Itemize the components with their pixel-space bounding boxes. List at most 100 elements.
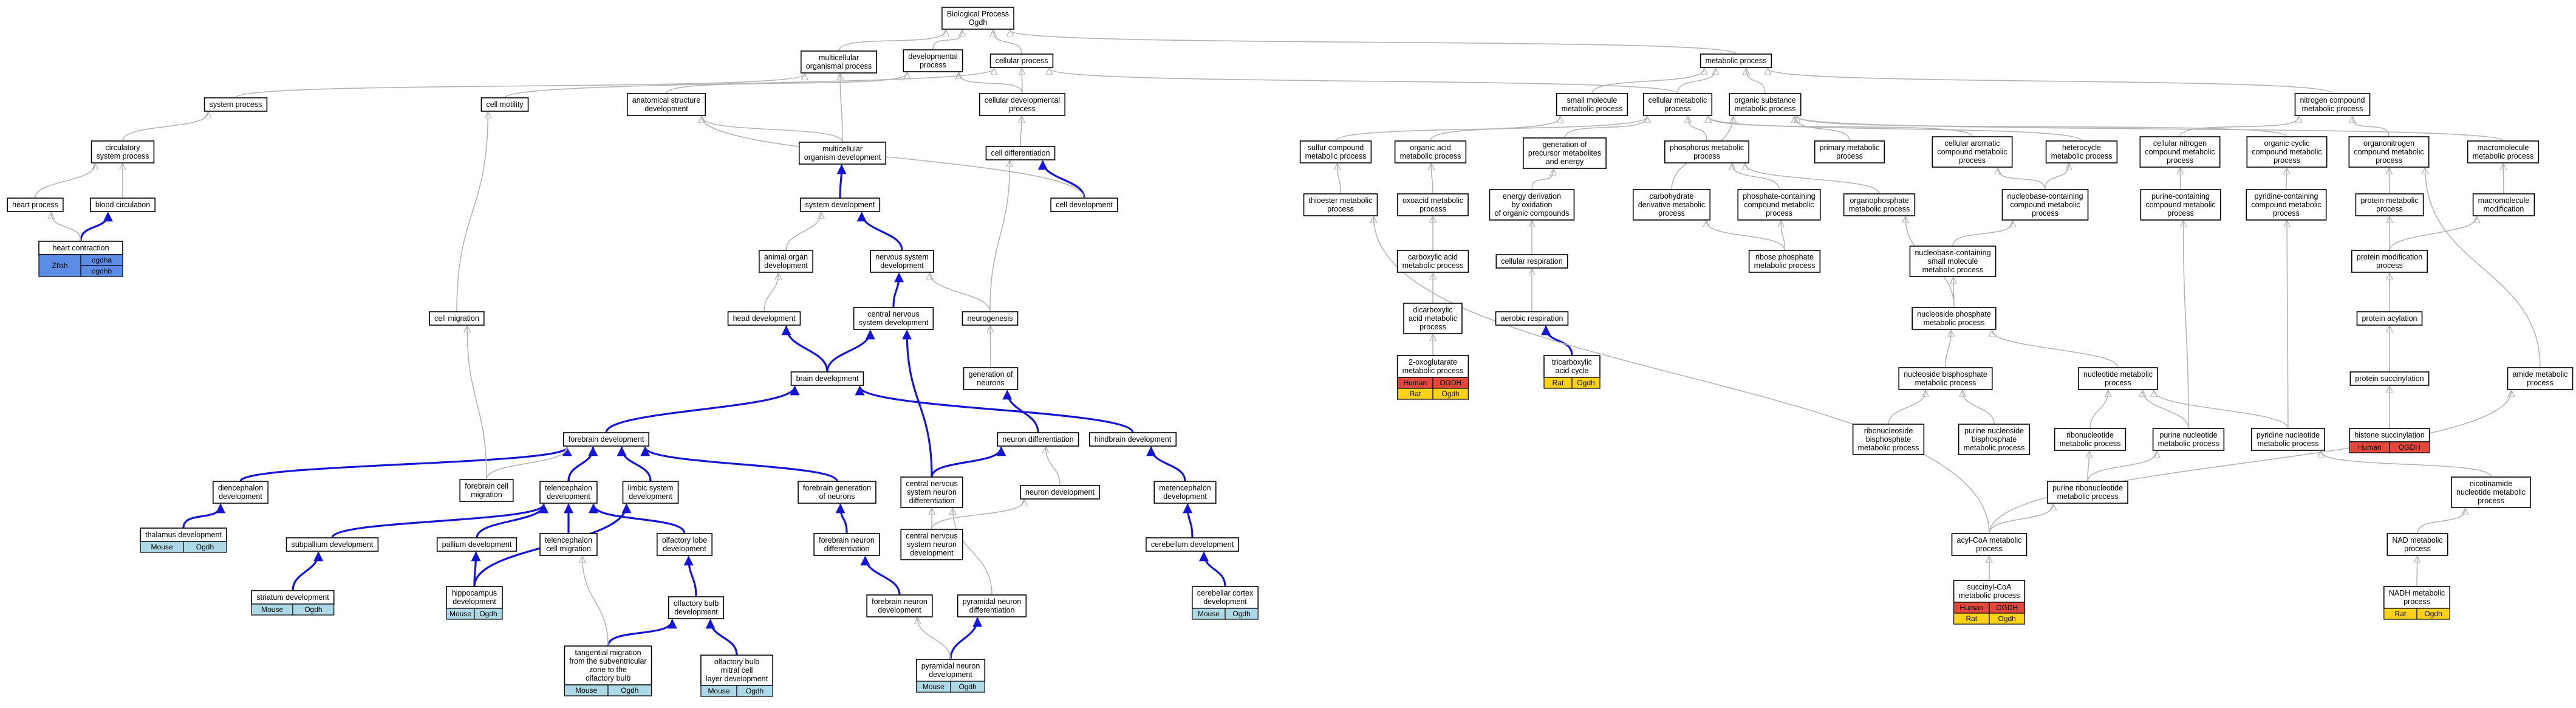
node-label-line: protein modification <box>2357 253 2422 261</box>
node-label-line: subpallium development <box>292 540 374 549</box>
node-label-line: layer development <box>706 675 768 683</box>
is-a-edge <box>1431 164 1433 194</box>
node-box <box>963 367 1019 390</box>
gene-text: Ogdh <box>1442 390 1460 398</box>
node-label-line: ribonucleoside <box>1864 427 1913 435</box>
node-label-line: metabolic process <box>1922 266 1984 274</box>
node-label-line: nucleotide metabolic <box>2456 488 2526 497</box>
is-a-edge <box>2503 164 2504 194</box>
node-label-line: primary metabolic <box>1820 143 1880 152</box>
node-label-line: system development <box>805 201 875 209</box>
node-label-line: process <box>2478 497 2504 505</box>
node-label: forebrain development <box>569 435 644 444</box>
node-label-line: nucleobase-containing <box>2007 192 2083 201</box>
node-label-line: metabolic process <box>1400 152 1461 160</box>
node-box <box>900 476 963 508</box>
node-label-line: purine nucleoside <box>1964 427 2024 435</box>
node-label-line: process <box>1664 105 1691 113</box>
node-label-line: cellular nitrogen <box>2153 139 2207 148</box>
is-a-edge <box>1795 117 1850 142</box>
node-label-line: ribose phosphate <box>1755 253 1814 261</box>
node-label-line: protein acylation <box>2362 314 2417 323</box>
is-a-edge <box>1797 117 2504 142</box>
node-label-line: process <box>2404 545 2431 553</box>
node-box <box>539 533 598 556</box>
node-label: brain development <box>796 374 859 383</box>
node-label: striatum development <box>256 593 329 602</box>
node-box <box>799 198 881 212</box>
is-a-edge <box>959 73 1023 94</box>
node-label-line: acyl-CoA metabolic <box>1957 536 2022 545</box>
go-term-node-neurogenesis: neurogenesis <box>962 311 1019 326</box>
go-term-node-cell-proc: cellular process <box>989 53 1054 68</box>
node-label-line: nitrogen compound <box>2300 96 2365 105</box>
node-label-line: amide metabolic <box>2512 370 2567 379</box>
node-box <box>1543 355 1601 378</box>
node-label-line: from the subventricular <box>569 657 646 665</box>
node-label-line: small molecule <box>1567 96 1618 105</box>
node-label-line: compound metabolic <box>2145 201 2215 209</box>
node-box <box>801 50 877 74</box>
node-box <box>989 53 1054 68</box>
node-label-line: aerobic respiration <box>1501 314 1563 323</box>
node-label-line: modification <box>2484 205 2524 213</box>
is-a-edge <box>838 30 946 52</box>
is-a-edge <box>2425 168 2541 368</box>
node-label-line: succinyl-CoA <box>1967 583 2012 591</box>
node-box <box>2356 311 2423 326</box>
node-label-line: forebrain cell <box>465 482 508 490</box>
node-box <box>1299 140 1372 163</box>
node-box <box>1748 250 1821 273</box>
node-label-line: pallium development <box>442 540 512 549</box>
node-label-line: nucleoside phosphate <box>1917 310 1991 318</box>
node-box <box>2507 367 2574 390</box>
highlighted-edge <box>902 329 933 478</box>
node-label-line: cellular respiration <box>1501 257 1562 266</box>
node-label-line: forebrain development <box>569 435 644 444</box>
node-label-line: carbohydrate <box>1650 192 1694 201</box>
is-a-edge <box>1989 391 2511 534</box>
is-a-edge <box>2286 168 2287 190</box>
node-label-line: nervous system <box>875 253 929 261</box>
node-label-line: phosphate-containing <box>1743 192 1816 201</box>
gene-text: ogdhb <box>92 267 112 275</box>
node-label-line: development <box>929 670 972 679</box>
node-box <box>2351 250 2428 273</box>
node-label-line: process <box>1959 156 1986 165</box>
node-box <box>429 311 485 326</box>
gene-text: Ogdh <box>1577 379 1594 387</box>
go-term-node-protein-acyl: protein acylation <box>2356 311 2423 326</box>
node-label-line: NAD metabolic <box>2392 536 2442 545</box>
node-label-line: telencephalon <box>545 484 592 492</box>
node-label-line: and energy <box>1546 157 1584 166</box>
node-label-line: metabolic process <box>1706 57 1767 65</box>
node-box <box>997 432 1079 447</box>
node-label-line: development <box>1163 492 1207 501</box>
node-box <box>1396 250 1469 273</box>
